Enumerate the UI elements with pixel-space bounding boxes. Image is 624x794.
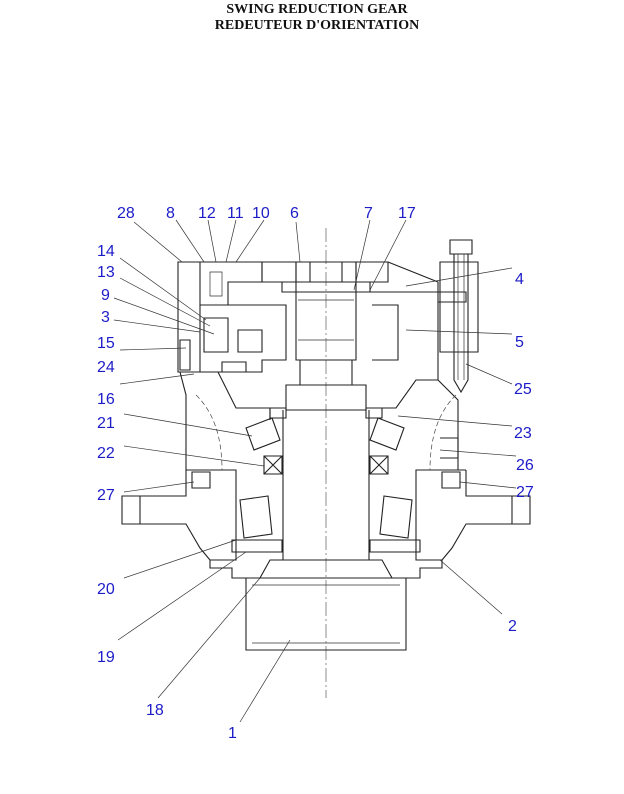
label-part-24: 24 bbox=[97, 359, 115, 376]
hidden-line-left bbox=[195, 394, 223, 471]
label-part-10: 10 bbox=[252, 205, 270, 222]
label-part-19: 19 bbox=[97, 649, 115, 666]
part-labels: 28 8 12 11 10 6 7 17 4 5 25 14 13 9 3 15… bbox=[97, 205, 534, 742]
label-part-11: 11 bbox=[227, 205, 244, 222]
title-line-1: SWING REDUCTION GEAR bbox=[226, 2, 408, 17]
label-part-21: 21 bbox=[97, 415, 115, 432]
label-part-23: 23 bbox=[514, 425, 532, 442]
drawing-title: SWING REDUCTION GEAR REDEUTEUR D'ORIENTA… bbox=[0, 2, 624, 34]
label-part-15: 15 bbox=[97, 335, 115, 352]
label-part-18: 18 bbox=[146, 702, 164, 719]
label-part-13: 13 bbox=[97, 264, 115, 281]
label-part-22: 22 bbox=[97, 445, 115, 462]
label-part-20: 20 bbox=[97, 581, 115, 598]
bolt bbox=[439, 239, 479, 394]
label-part-17: 17 bbox=[398, 205, 416, 222]
label-part-5: 5 bbox=[515, 334, 524, 351]
label-part-27-right: 27 bbox=[516, 484, 534, 501]
title-line-2: REDEUTEUR D'ORIENTATION bbox=[214, 18, 420, 33]
hidden-line-right bbox=[429, 394, 457, 471]
label-part-26: 26 bbox=[516, 457, 534, 474]
leader-lines bbox=[113, 219, 517, 723]
label-part-1: 1 bbox=[228, 725, 237, 742]
label-part-28: 28 bbox=[117, 205, 135, 222]
label-part-3: 3 bbox=[101, 309, 110, 326]
label-part-7: 7 bbox=[364, 205, 373, 222]
housing-right bbox=[370, 261, 467, 471]
lower-case bbox=[121, 469, 531, 579]
label-part-25: 25 bbox=[514, 381, 532, 398]
label-part-6: 6 bbox=[290, 205, 299, 222]
label-part-2: 2 bbox=[508, 618, 517, 635]
lower-bearings bbox=[231, 495, 421, 553]
label-part-9: 9 bbox=[101, 287, 110, 304]
housing-left bbox=[177, 261, 287, 471]
label-part-14: 14 bbox=[97, 243, 115, 260]
label-part-27-left: 27 bbox=[97, 487, 115, 504]
label-part-4: 4 bbox=[515, 271, 524, 288]
top-gear bbox=[261, 261, 389, 293]
label-part-12: 12 bbox=[198, 205, 216, 222]
label-part-8: 8 bbox=[166, 205, 175, 222]
label-part-16: 16 bbox=[97, 391, 115, 408]
upper-bearings bbox=[245, 407, 405, 475]
